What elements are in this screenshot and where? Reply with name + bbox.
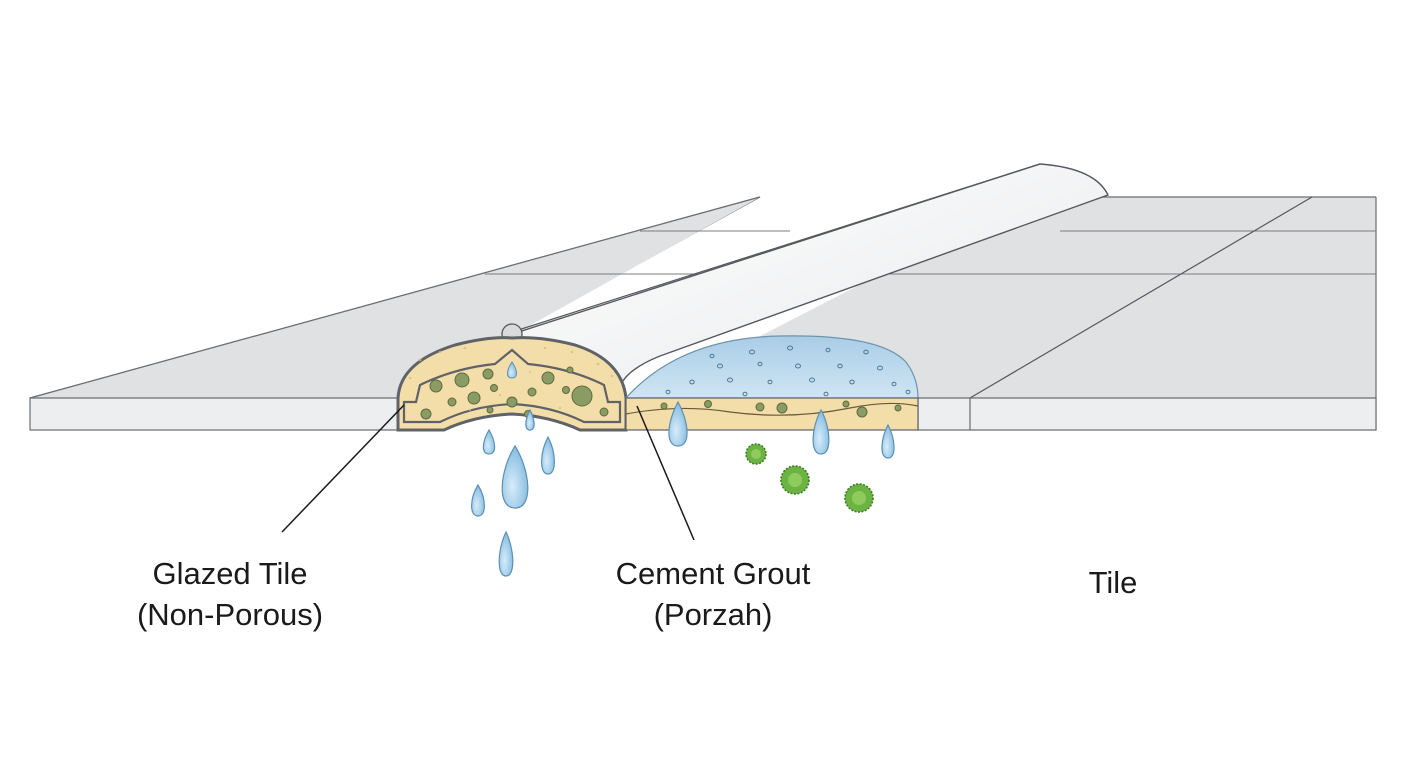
water-bubbles [665,345,911,397]
tile-label: Tile [1050,562,1176,603]
water-drop [507,361,517,379]
glazed-tile-cross-section [396,336,628,432]
cement-grout-label-line2: (Porzah) [653,597,773,632]
cement-grout-label: Cement Grout (Porzah) [570,553,856,635]
glazed-tile-leader-line [281,404,405,533]
mold-spore [844,483,874,513]
glazed-tile-label-line2: (Non-Porous) [136,597,324,632]
grout-pores [420,366,609,420]
tile-joint-line [969,196,1313,399]
cement-grout-label-line1: Cement Grout [615,556,811,591]
mold-spore [745,443,767,465]
cement-grout-leader-line [636,405,695,541]
right-tile-front-edge [917,397,1377,431]
tile-label-line1: Tile [1088,565,1138,600]
left-tile [29,196,790,431]
mold-spores [745,443,874,513]
mold-spore [780,465,810,495]
water-droplets [471,400,895,577]
left-tile-front-edge [29,397,399,431]
glazed-tile-label-line1: Glazed Tile [152,556,308,591]
glazed-tile-label: Glazed Tile (Non-Porous) [90,553,370,635]
